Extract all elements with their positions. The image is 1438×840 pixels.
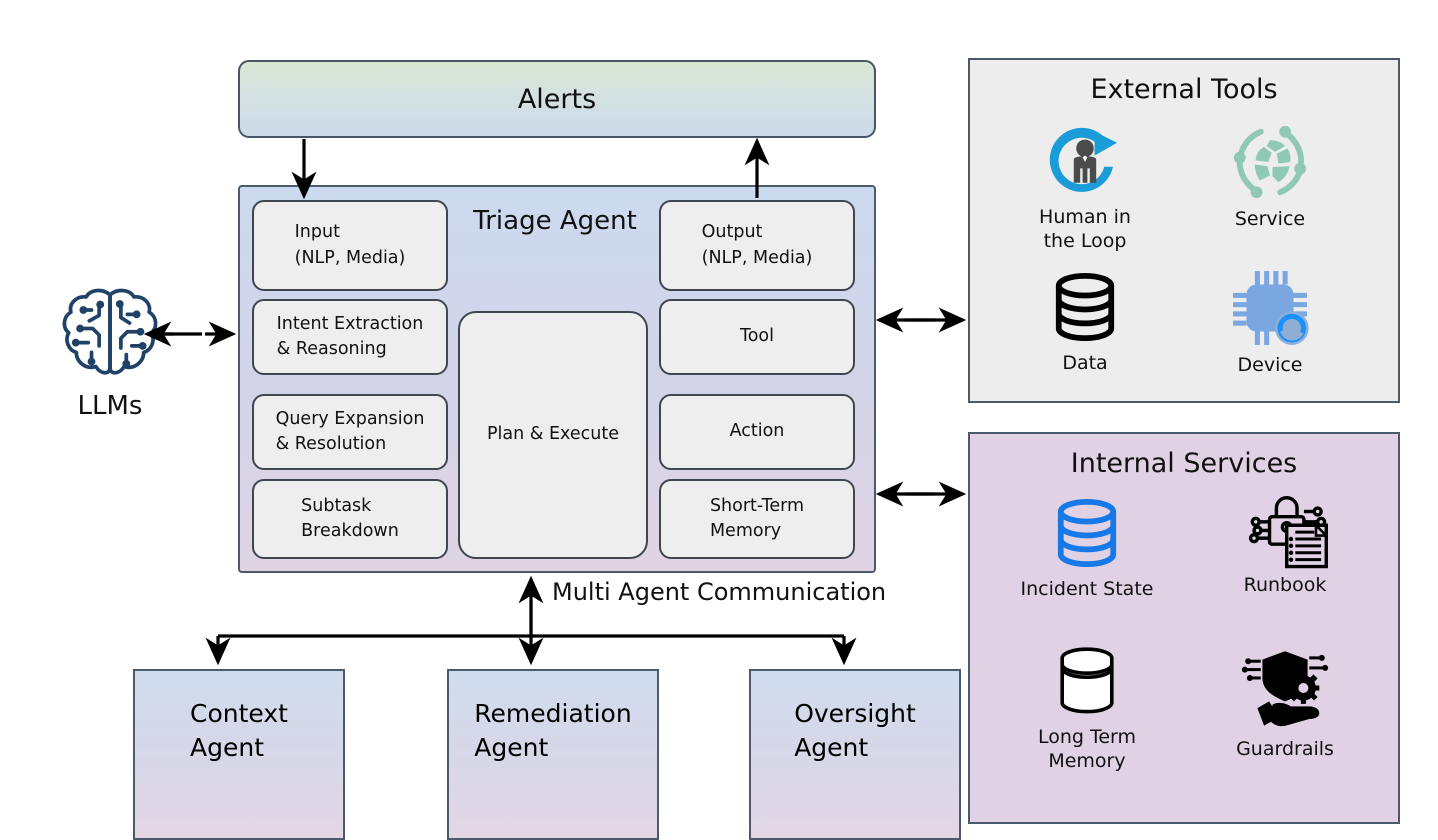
- lock-document-icon: [1248, 496, 1328, 569]
- service-network-icon: [1233, 125, 1307, 199]
- alerts-box[interactable]: Alerts: [238, 60, 876, 138]
- triage-intent-extraction-box[interactable]: Intent Extraction& Reasoning: [252, 299, 448, 375]
- shield-hand-gear-icon: [1241, 651, 1329, 727]
- triage-tool-box[interactable]: Tool: [659, 299, 855, 375]
- external-tool-data[interactable]: Data: [1000, 266, 1170, 376]
- brain-circuit-icon: [62, 288, 158, 375]
- internal-services-title: Internal Services: [1070, 448, 1298, 479]
- triage-input-label: Input(NLP, Media): [294, 222, 406, 268]
- database-icon: [1055, 272, 1115, 342]
- triage-output-label: Output(NLP, Media): [701, 222, 813, 268]
- multi-agent-communication-label: Multi Agent Communication: [552, 578, 887, 606]
- triage-tool-label: Tool: [740, 326, 774, 347]
- internal-service-guardrails[interactable]: Guardrails: [1200, 642, 1370, 762]
- triage-query-expansion-label: Query Expansion& Resolution: [275, 408, 425, 454]
- alerts-label: Alerts: [517, 83, 597, 115]
- triage-intent-extraction-label: Intent Extraction& Reasoning: [276, 313, 424, 359]
- external-tool-device-label: Device: [1237, 354, 1303, 376]
- external-tool-device[interactable]: Device: [1170, 266, 1370, 378]
- triage-agent-title: Triage Agent: [473, 206, 637, 236]
- database-icon: [1057, 498, 1117, 568]
- triage-input-box[interactable]: Input(NLP, Media): [252, 200, 448, 291]
- internal-services-panel[interactable]: Internal Services Incident State: [968, 432, 1400, 824]
- chip-device-icon: [1233, 271, 1309, 345]
- human-in-the-loop-icon: [1049, 127, 1117, 192]
- external-tools-title: External Tools: [1090, 74, 1278, 105]
- triage-plan-execute-label: Plan & Execute: [487, 424, 619, 445]
- triage-action-label: Action: [729, 421, 785, 442]
- internal-service-runbook-label: Runbook: [1243, 574, 1327, 596]
- internal-service-incident-state-label: Incident State: [1020, 578, 1154, 600]
- internal-service-runbook[interactable]: Runbook: [1200, 484, 1370, 598]
- triage-plan-execute-box[interactable]: Plan & Execute: [458, 311, 648, 559]
- external-tool-service[interactable]: Service: [1170, 120, 1370, 232]
- internal-service-guardrails-label: Guardrails: [1236, 738, 1334, 760]
- llms-group[interactable]: LLMs: [30, 285, 190, 421]
- llms-label: LLMs: [77, 391, 143, 421]
- triage-query-expansion-box[interactable]: Query Expansion& Resolution: [252, 394, 448, 470]
- external-tool-data-label: Data: [1062, 352, 1108, 374]
- external-tool-service-label: Service: [1234, 208, 1306, 230]
- triage-action-box[interactable]: Action: [659, 394, 855, 470]
- cylinder-memory-icon: [1060, 647, 1114, 714]
- internal-service-incident-state[interactable]: Incident State: [992, 492, 1182, 602]
- triage-output-box[interactable]: Output(NLP, Media): [659, 200, 855, 291]
